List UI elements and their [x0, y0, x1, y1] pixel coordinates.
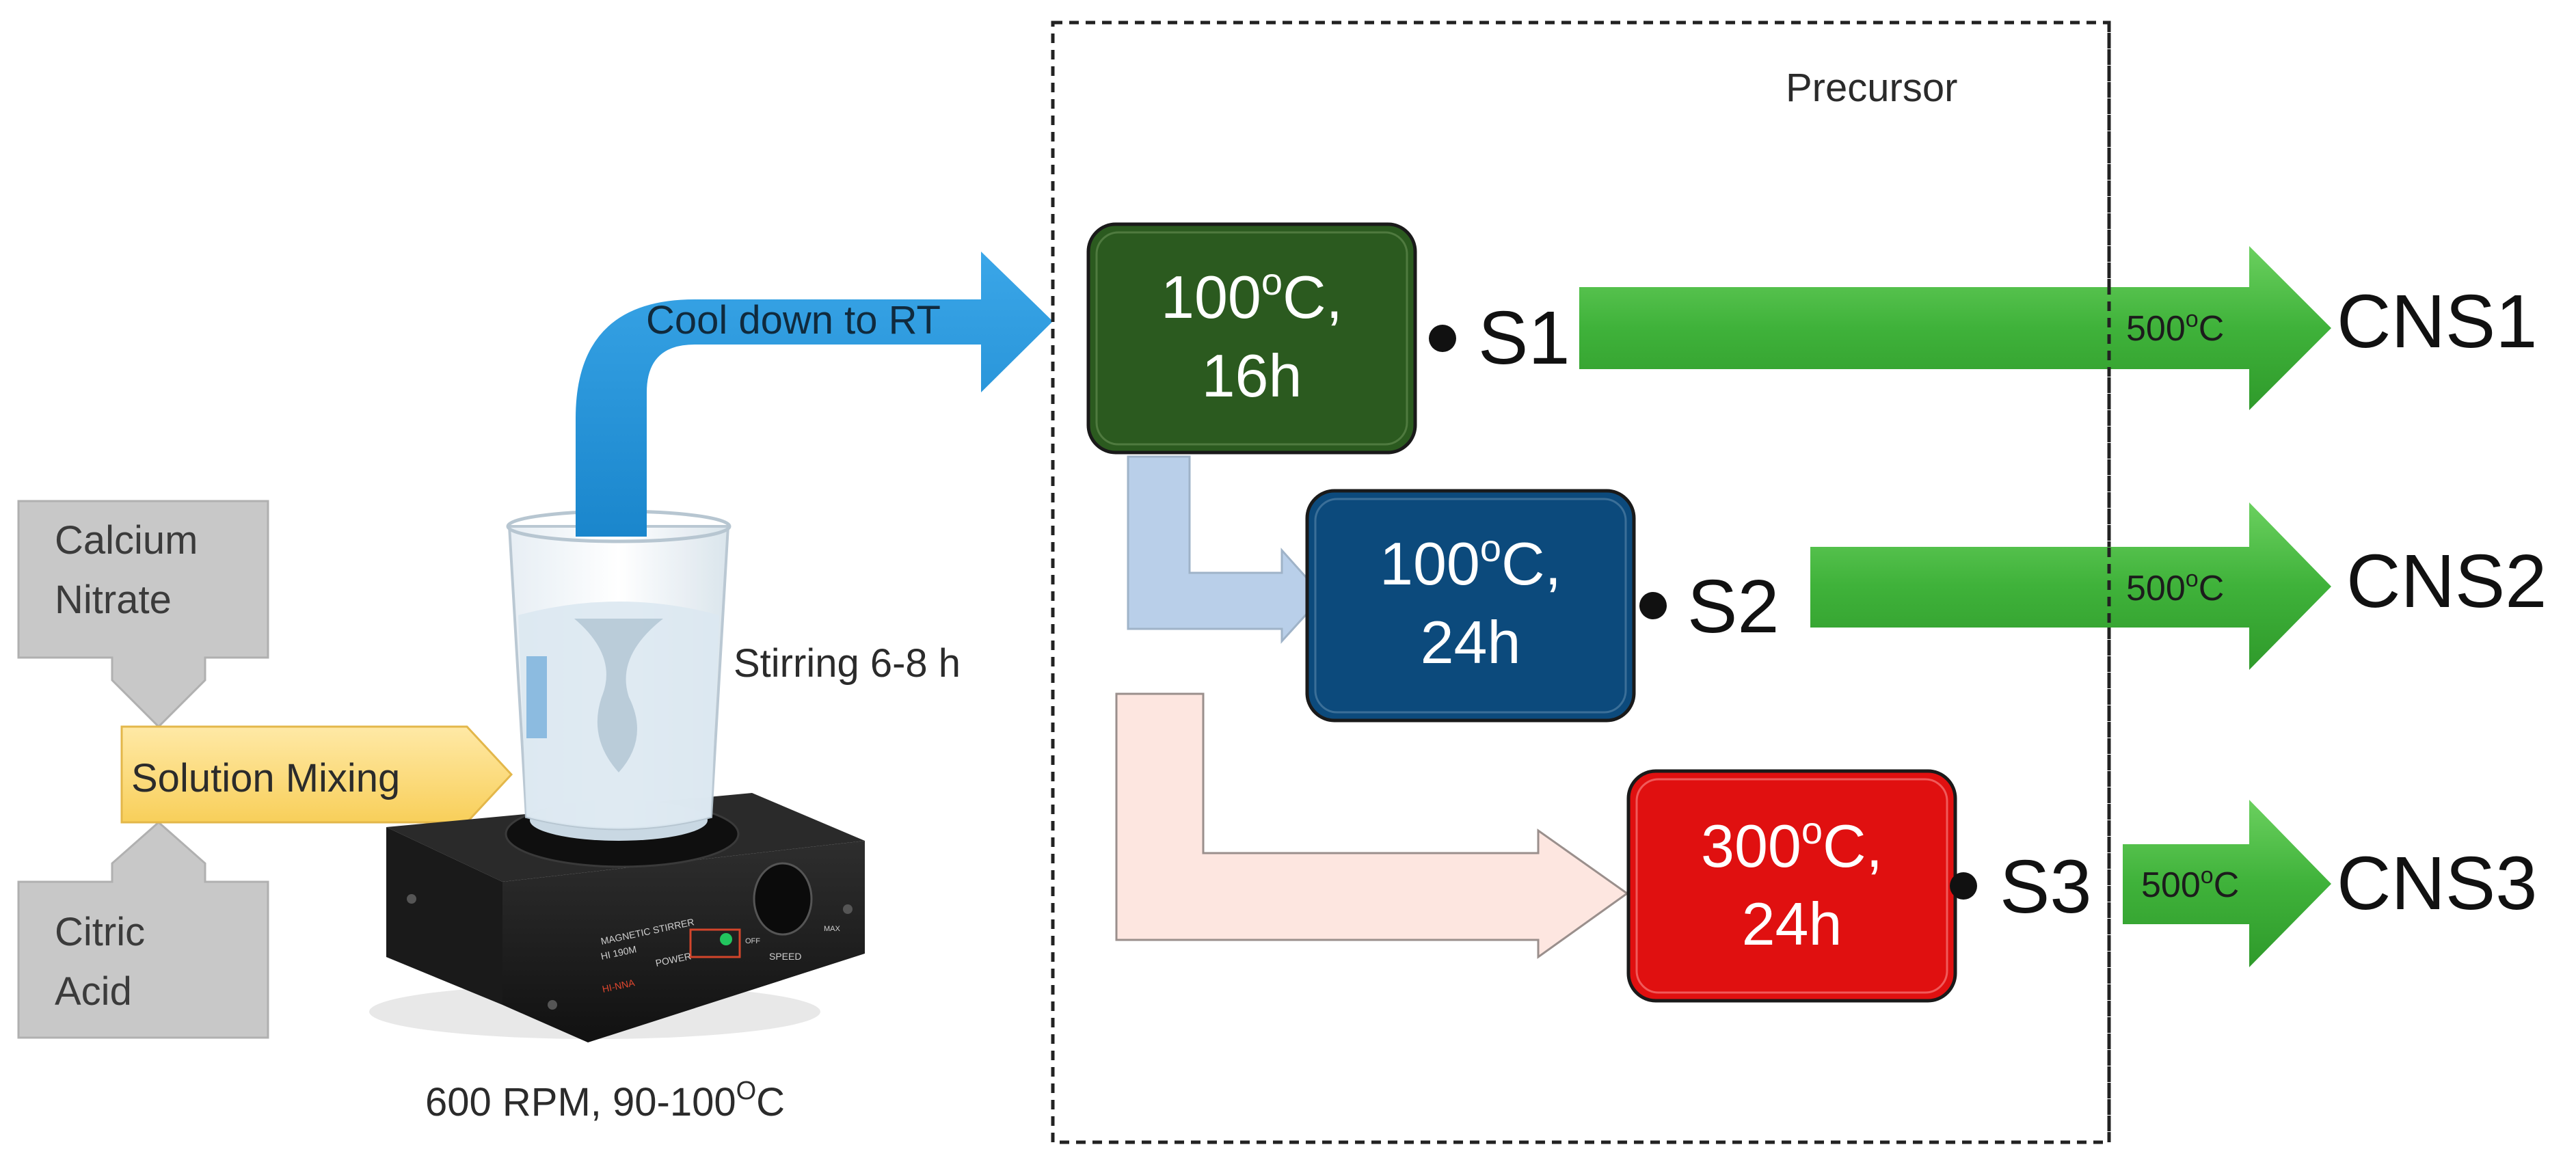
cool-down-label: Cool down to RT	[646, 298, 941, 342]
calcium-nitrate-input: Calcium Nitrate	[17, 500, 269, 729]
s2-to-s3-connector	[1115, 692, 1629, 959]
step-s3: 300oC, 24h S3	[1626, 769, 2092, 1003]
step-s2-box-inner	[1314, 498, 1627, 714]
step-s1-box-inner	[1095, 231, 1408, 446]
sample-s3: S3	[2000, 845, 2092, 929]
calcium-label: Calcium	[55, 518, 198, 563]
step-s3-temp: 300oC,	[1701, 809, 1883, 880]
stirring-condition-label: 600 RPM, 90-100OC	[425, 1077, 785, 1124]
green-arrow-2	[1810, 502, 2331, 670]
condition-superscript: O	[736, 1077, 757, 1105]
s3-bullet	[1950, 872, 1977, 900]
condition-unit: C	[756, 1080, 785, 1124]
condition-main: 600 RPM, 90-100	[425, 1080, 736, 1124]
step-s2-box	[1305, 489, 1636, 723]
step-s1-time: 16h	[1202, 342, 1302, 409]
screw	[548, 1000, 557, 1010]
green-arrow-1	[1579, 246, 2331, 410]
step-s2: 100oC, 24h S2	[1305, 489, 1780, 723]
step-s2-temp: 100oC,	[1380, 526, 1561, 597]
citric-acid-input: Citric Acid	[17, 820, 269, 1039]
solution-mixing-label: Solution Mixing	[131, 756, 400, 800]
step-s1-box	[1086, 222, 1417, 455]
step-s1: 100oC, 16h S1	[1086, 222, 1570, 455]
stirrer-off-text: OFF	[745, 937, 760, 945]
beaker	[506, 509, 732, 841]
anneal-temp-2: 500oC	[2126, 566, 2224, 608]
power-panel	[689, 928, 741, 958]
stirring-time-label: Stirring 6-8 h	[734, 641, 961, 686]
s2-bullet	[1639, 592, 1667, 619]
precursor-label: Precursor	[1786, 66, 1957, 110]
calcium-nitrate-arrow-shape	[17, 500, 269, 729]
stirrer-max-text: MAX	[824, 925, 841, 933]
vortex	[574, 619, 663, 772]
step-s3-box-inner	[1635, 778, 1948, 994]
step-s2-time: 24h	[1421, 608, 1521, 676]
product-cns1: CNS1	[2337, 280, 2537, 364]
nitrate-label: Nitrate	[55, 578, 172, 622]
cool-down-arrow: Cool down to RT	[576, 252, 1053, 537]
sample-s1: S1	[1478, 296, 1570, 380]
step-s3-box	[1626, 769, 1957, 1003]
step-s1-temp: 100oC,	[1161, 260, 1343, 331]
beaker-label-stripe	[526, 656, 547, 738]
stirrer-left	[386, 827, 502, 1005]
anneal-arrow-cns1: 500oC CNS1	[1579, 246, 2537, 410]
solution-mixing-arrow	[120, 725, 513, 824]
power-light	[720, 933, 732, 945]
stirrer-speed-text: SPEED	[769, 951, 801, 962]
magnetic-stirrer-illustration: MAGNETIC STIRRER HI 190M POWER OFF MAX S…	[369, 509, 865, 1042]
step-s3-time: 24h	[1742, 890, 1842, 958]
product-cns3: CNS3	[2337, 841, 2537, 926]
anneal-temp-1: 500oC	[2126, 306, 2224, 349]
sample-s2: S2	[1687, 565, 1780, 649]
cool-down-arrow-shape	[576, 252, 1053, 537]
speed-knob	[753, 862, 813, 936]
s1-to-s2-connector	[1127, 455, 1325, 644]
anneal-temp-3: 500oC	[2141, 863, 2239, 905]
acid-label: Acid	[55, 969, 132, 1014]
screw	[843, 904, 853, 914]
anneal-arrow-cns2: 500oC CNS2	[1810, 502, 2547, 670]
s1-bullet	[1429, 325, 1456, 352]
anneal-arrow-cns3: 500oC CNS3	[2123, 800, 2537, 967]
green-arrow-3	[2123, 800, 2331, 967]
citric-label: Citric	[55, 910, 145, 954]
solution-mixing-step: Solution Mixing	[120, 725, 513, 824]
screw	[407, 894, 416, 904]
citric-acid-arrow-shape	[17, 820, 269, 1039]
product-cns2: CNS2	[2346, 539, 2547, 623]
